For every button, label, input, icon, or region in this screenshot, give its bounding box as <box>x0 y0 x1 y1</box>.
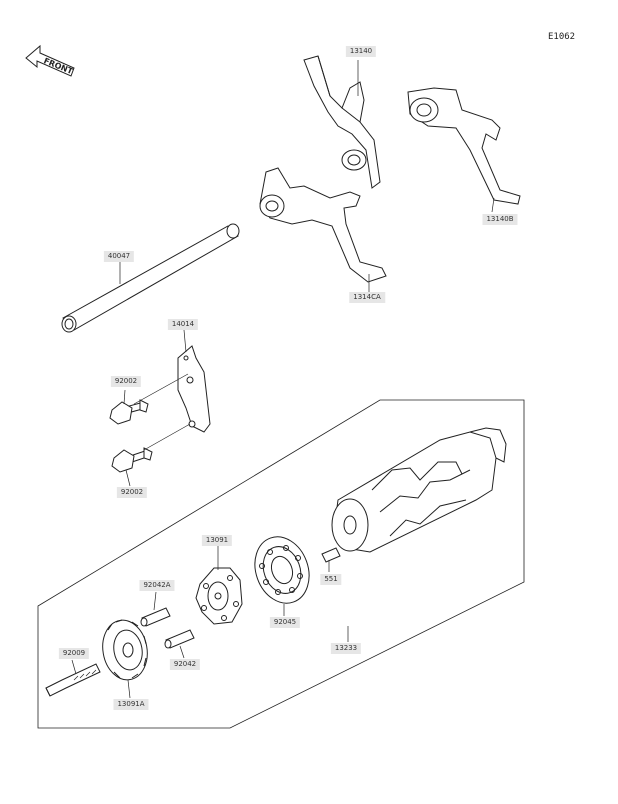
part-label-1314ca[interactable]: 1314CA <box>349 292 385 303</box>
bolt-92009-icon <box>45 663 101 697</box>
part-label-13091a[interactable]: 13091A <box>113 699 149 710</box>
shift-fork-13140-icon <box>303 55 381 189</box>
bolt-92002-top-icon <box>109 373 189 425</box>
pin-551-icon <box>321 547 341 563</box>
front-label: FRONT <box>42 56 74 76</box>
part-label-551[interactable]: 551 <box>320 574 342 585</box>
shift-rod-40047-icon <box>61 223 240 333</box>
part-label-92042[interactable]: 92042 <box>169 659 201 670</box>
part-label-92009[interactable]: 92009 <box>58 648 90 659</box>
shift-fork-1314ca-icon <box>259 167 387 283</box>
gear-plate-13091a-icon <box>102 619 148 681</box>
part-label-13140b[interactable]: 13140B <box>482 214 518 225</box>
part-label-13140[interactable]: 13140 <box>345 46 377 57</box>
part-label-13091[interactable]: 13091 <box>201 535 233 546</box>
part-label-92002-bottom[interactable]: 92002 <box>116 487 148 498</box>
cam-13091-icon <box>195 567 243 625</box>
part-label-92002-top[interactable]: 92002 <box>110 376 142 387</box>
leader-lines <box>71 60 495 699</box>
bearing-92045-icon <box>254 536 310 604</box>
plate-14014-icon <box>177 345 211 433</box>
part-label-14014[interactable]: 14014 <box>167 319 199 330</box>
part-label-92045[interactable]: 92045 <box>269 617 301 628</box>
pin-92042-icon <box>164 629 195 649</box>
bolt-92002-bottom-icon <box>111 423 191 473</box>
part-label-92042a[interactable]: 92042A <box>139 580 175 591</box>
front-arrow-icon: FRONT <box>25 44 75 77</box>
assembly-frame <box>37 399 525 729</box>
shift-drum-13233-icon <box>331 427 507 553</box>
pin-92042a-icon <box>140 607 171 627</box>
part-label-13233[interactable]: 13233 <box>330 643 362 654</box>
figure-id: E1062 <box>548 32 576 42</box>
part-label-40047[interactable]: 40047 <box>103 251 135 262</box>
shift-fork-13140b-icon <box>407 87 521 205</box>
